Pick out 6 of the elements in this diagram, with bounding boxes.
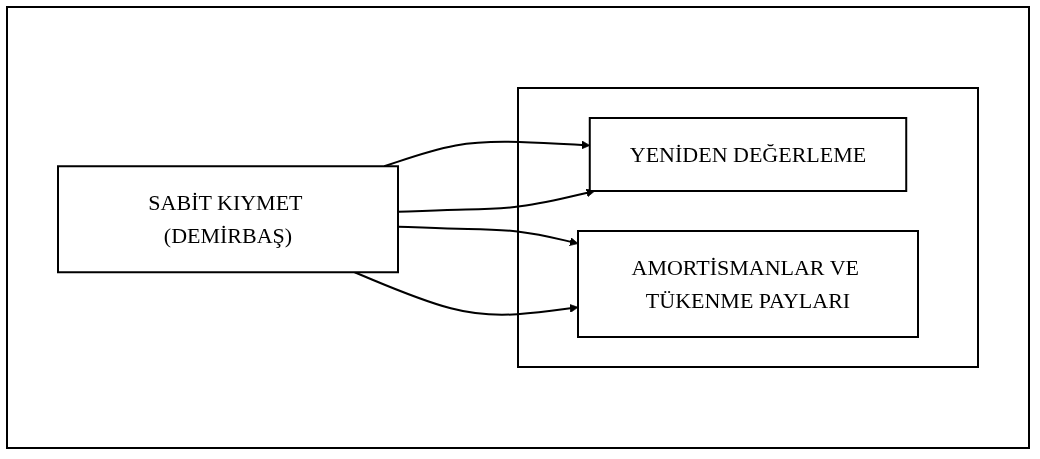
node-box: [577, 230, 919, 338]
node-box: [57, 165, 399, 274]
diagram-frame: SABİT KIYMET (DEMİRBAŞ) YENİDEN DEĞERLEME AMORTİSMANLAR VE TÜKENME PAYLARI: [6, 6, 1030, 449]
cluster: [517, 87, 979, 368]
arrow: [353, 271, 579, 316]
node-box: [588, 117, 908, 192]
